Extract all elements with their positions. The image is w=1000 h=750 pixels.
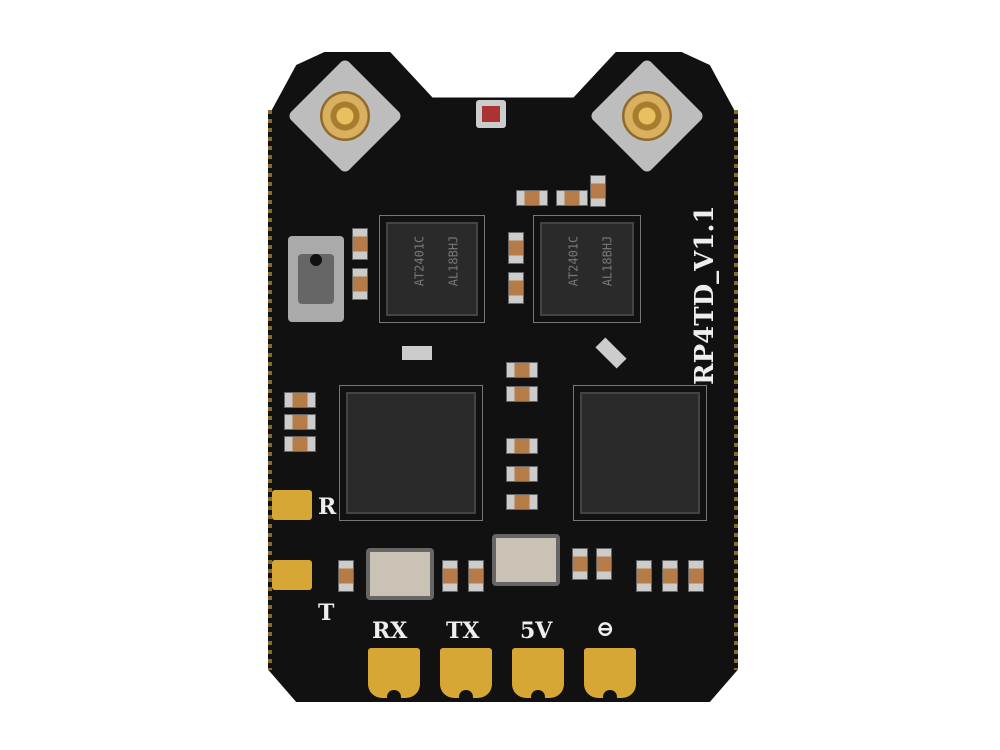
crystal-right [492, 534, 560, 586]
pad-gnd [584, 648, 636, 700]
label-5v: 5V [520, 618, 553, 644]
rf-chip-right [580, 392, 700, 514]
label-tx: TX [446, 618, 480, 644]
castellation-left [268, 110, 272, 670]
crystal-left [366, 548, 434, 600]
rf-chip-left [346, 392, 476, 514]
bind-button [288, 236, 344, 322]
pad-5v [512, 648, 564, 700]
pad-tx [440, 648, 492, 700]
pad-r [272, 490, 312, 520]
label-rx: RX [372, 618, 408, 644]
label-gnd: ⊖ [596, 616, 615, 642]
pa-chip-right: AT2401C AL18BHJ [540, 222, 634, 316]
rgb-led [476, 100, 506, 128]
pad-t-label: T [318, 600, 335, 626]
version-label: RP4TD_V1.1 [690, 205, 720, 385]
pad-rx [368, 648, 420, 700]
castellation-right [734, 110, 738, 670]
pad-t [272, 560, 312, 590]
pa-chip-left: AT2401C AL18BHJ [386, 222, 478, 316]
status-led [402, 346, 432, 360]
pad-r-label: R [318, 494, 337, 520]
